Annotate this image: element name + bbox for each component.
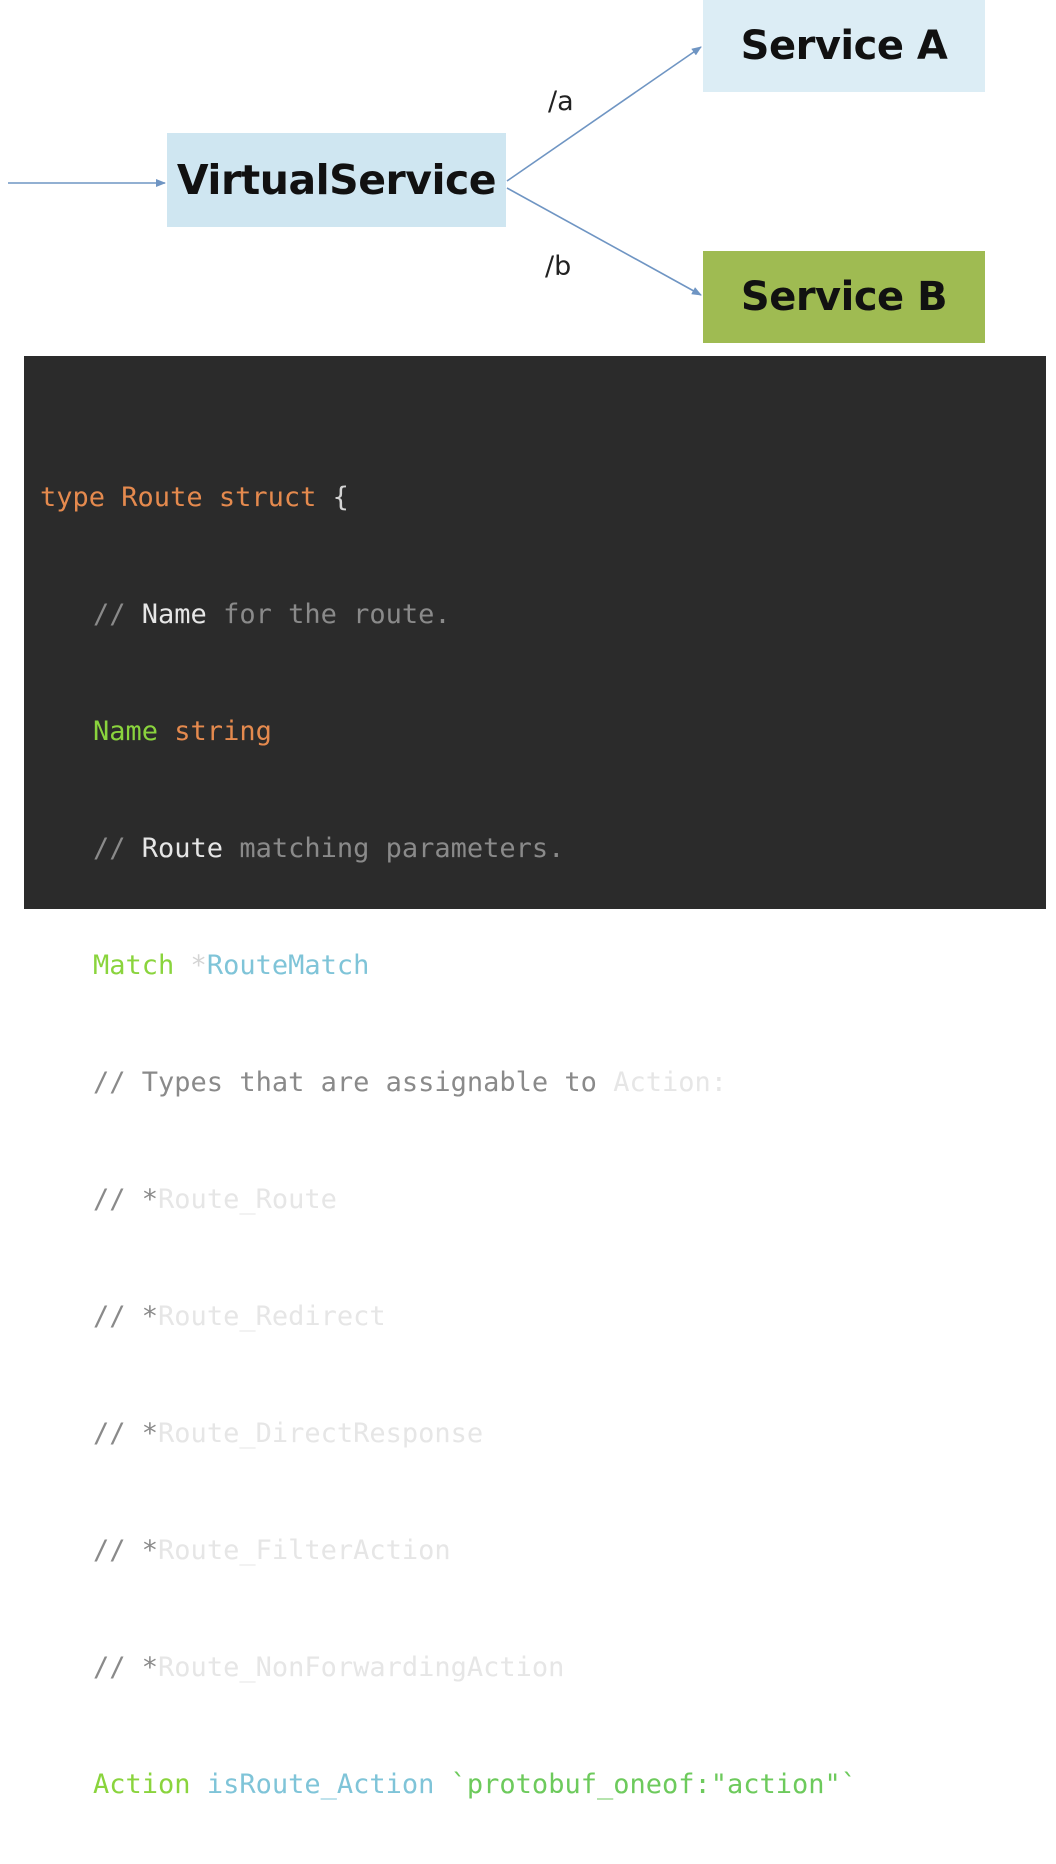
- route-label-b: /b: [545, 251, 572, 282]
- code-comment-word: Name: [141, 599, 207, 630]
- code-comment-slashes: //: [93, 1184, 126, 1215]
- virtual-service-node: VirtualService: [176, 156, 497, 204]
- code-comment-text: matching parameters.: [239, 833, 565, 864]
- code-line-field: Name string: [40, 712, 857, 751]
- code-comment-word: Route: [141, 833, 224, 864]
- code-type-name: Route: [121, 482, 203, 513]
- code-comment-word: Route_DirectResponse: [158, 1418, 484, 1449]
- code-comment-slashes: //: [93, 599, 126, 630]
- code-pointer-star: *: [190, 950, 207, 981]
- code-keyword: struct: [218, 482, 317, 513]
- route-label-a: /a: [548, 86, 574, 117]
- code-line-comment: // *Route_NonForwardingAction: [40, 1648, 857, 1687]
- code-line-field: Match *RouteMatch: [40, 946, 857, 985]
- code-pointer-star: *: [141, 1418, 159, 1449]
- code-line-field: Action isRoute_Action `protobuf_oneof:"a…: [40, 1765, 857, 1804]
- code-field-type: RouteMatch: [206, 950, 370, 981]
- code-pointer-star: *: [141, 1535, 159, 1566]
- code-comment-slashes: //: [93, 1535, 126, 1566]
- code-line-comment: // *Route_Route: [40, 1180, 857, 1219]
- code-field-type: string: [174, 716, 272, 747]
- code-line-comment: // Route matching parameters.: [40, 829, 857, 868]
- code-comment-word: Route_Redirect: [158, 1301, 386, 1332]
- code-comment-word: Action:: [613, 1067, 727, 1098]
- service-b-node: Service B: [740, 274, 948, 320]
- code-field-name: Name: [93, 716, 159, 747]
- service-a-box-bg: [703, 0, 985, 92]
- code-comment-word: Route_NonForwardingAction: [158, 1652, 565, 1683]
- code-comment-slashes: //: [93, 1301, 126, 1332]
- code-pointer-star: *: [141, 1652, 159, 1683]
- arrow-to-service-b: [506, 187, 702, 296]
- code-line-comment: // *Route_DirectResponse: [40, 1414, 857, 1453]
- code-struct-tag: `protobuf_oneof:"action"`: [450, 1769, 858, 1800]
- code-panel: type Route struct { // Name for the rout…: [24, 356, 1046, 1800]
- code-keyword: type: [40, 482, 106, 513]
- code-brace: {: [332, 482, 349, 513]
- code-field-name: Action: [93, 1769, 191, 1800]
- code-block: type Route struct { // Name for the rout…: [40, 400, 857, 1864]
- code-line-comment: // *Route_Redirect: [40, 1297, 857, 1336]
- code-line-struct-decl: type Route struct {: [40, 478, 857, 517]
- code-line-comment: // Name for the route.: [40, 595, 857, 634]
- code-comment-slashes: //: [93, 1418, 126, 1449]
- code-pointer-star: *: [141, 1184, 159, 1215]
- arrow-to-service-a: [506, 46, 702, 182]
- code-line-comment: // *Route_FilterAction: [40, 1531, 857, 1570]
- code-line-comment: // Types that are assignable to Action:: [40, 1063, 857, 1102]
- code-field-type: isRoute_Action: [206, 1769, 435, 1800]
- code-comment-word: Route_Route: [158, 1184, 337, 1215]
- code-pointer-star: *: [141, 1301, 159, 1332]
- service-b-box-bg: [703, 251, 985, 343]
- code-comment-text: Types that are assignable to: [141, 1067, 597, 1098]
- routing-diagram: [8, 0, 985, 343]
- virtual-service-box-bg: [167, 133, 506, 227]
- service-a-node: Service A: [740, 23, 948, 69]
- code-comment-text: for the route.: [223, 599, 451, 630]
- code-comment-word: Route_FilterAction: [158, 1535, 451, 1566]
- code-comment-slashes: //: [93, 833, 126, 864]
- code-comment-slashes: //: [93, 1067, 126, 1098]
- code-comment-slashes: //: [93, 1652, 126, 1683]
- code-field-name: Match: [93, 950, 175, 981]
